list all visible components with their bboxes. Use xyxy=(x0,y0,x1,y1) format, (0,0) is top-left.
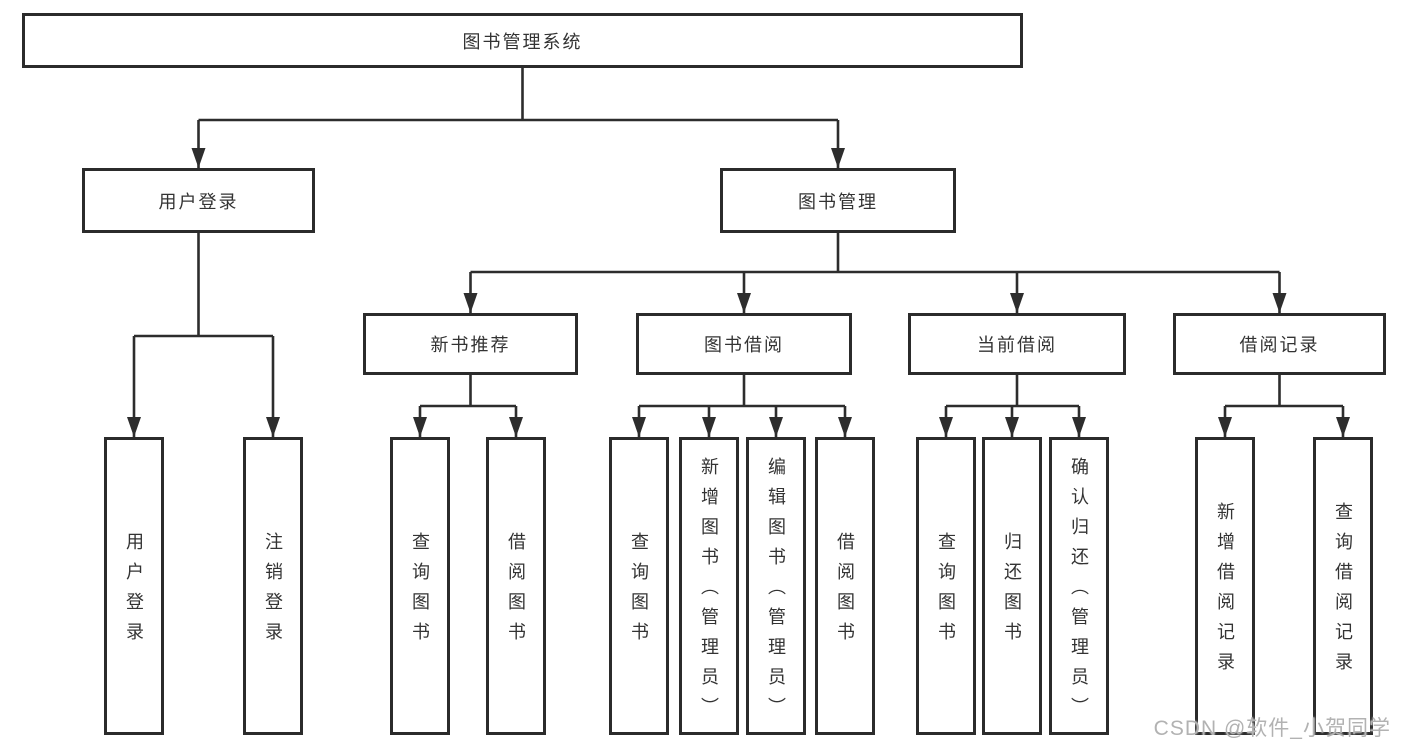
node-current-borrowing: 当前借阅 xyxy=(908,313,1126,375)
leaf-newbooks-borrow-books: 借阅图书 xyxy=(486,437,546,735)
leaf-borrowing-query-books-label: 查询图书 xyxy=(629,532,649,652)
node-book-management-label: 图书管理 xyxy=(798,191,878,212)
leaf-newbooks-query-books: 查询图书 xyxy=(390,437,450,735)
node-new-book-recommend-label: 新书推荐 xyxy=(430,335,511,355)
node-new-book-recommend: 新书推荐 xyxy=(363,313,578,375)
node-book-borrowing-label: 图书借阅 xyxy=(704,335,784,355)
node-user-login-label: 用户登录 xyxy=(158,191,239,212)
node-root-label: 图书管理系统 xyxy=(462,31,583,52)
leaf-logout-label: 注销登录 xyxy=(263,532,283,652)
leaf-borrowing-edit-books-admin: 编辑图书（管理员） xyxy=(746,437,806,735)
leaf-user-login: 用户登录 xyxy=(104,437,164,735)
node-borrowing-records-label: 借阅记录 xyxy=(1239,335,1320,355)
leaf-records-add-record-label: 新增借阅记录 xyxy=(1215,502,1235,682)
leaf-borrowing-borrow-books: 借阅图书 xyxy=(815,437,875,735)
node-book-management: 图书管理 xyxy=(720,168,956,233)
node-book-borrowing: 图书借阅 xyxy=(636,313,852,375)
node-root-system: 图书管理系统 xyxy=(22,13,1023,68)
leaf-records-query-record-label: 查询借阅记录 xyxy=(1333,502,1353,682)
leaf-current-confirm-return-admin-label: 确认归还（管理员） xyxy=(1069,457,1089,727)
leaf-current-confirm-return-admin: 确认归还（管理员） xyxy=(1049,437,1109,735)
node-user-login: 用户登录 xyxy=(82,168,315,233)
leaf-borrowing-add-books-admin-label: 新增图书（管理员） xyxy=(699,457,719,727)
leaf-user-login-label: 用户登录 xyxy=(124,532,144,652)
node-current-borrowing-label: 当前借阅 xyxy=(977,335,1057,355)
leaf-borrowing-borrow-books-label: 借阅图书 xyxy=(835,532,855,652)
leaf-current-return-books-label: 归还图书 xyxy=(1002,532,1022,652)
node-borrowing-records: 借阅记录 xyxy=(1173,313,1386,375)
watermark: CSDN @软件_小贺同学 xyxy=(1153,717,1391,740)
leaf-borrowing-add-books-admin: 新增图书（管理员） xyxy=(679,437,739,735)
leaf-borrowing-edit-books-admin-label: 编辑图书（管理员） xyxy=(766,457,786,727)
leaf-logout: 注销登录 xyxy=(243,437,303,735)
leaf-newbooks-borrow-books-label: 借阅图书 xyxy=(506,532,526,652)
leaf-current-return-books: 归还图书 xyxy=(982,437,1042,735)
leaf-borrowing-query-books: 查询图书 xyxy=(609,437,669,735)
leaf-current-query-books: 查询图书 xyxy=(916,437,976,735)
leaf-newbooks-query-books-label: 查询图书 xyxy=(410,532,430,652)
leaf-current-query-books-label: 查询图书 xyxy=(936,532,956,652)
leaf-records-query-record: 查询借阅记录 xyxy=(1313,437,1373,735)
leaf-records-add-record: 新增借阅记录 xyxy=(1195,437,1255,735)
